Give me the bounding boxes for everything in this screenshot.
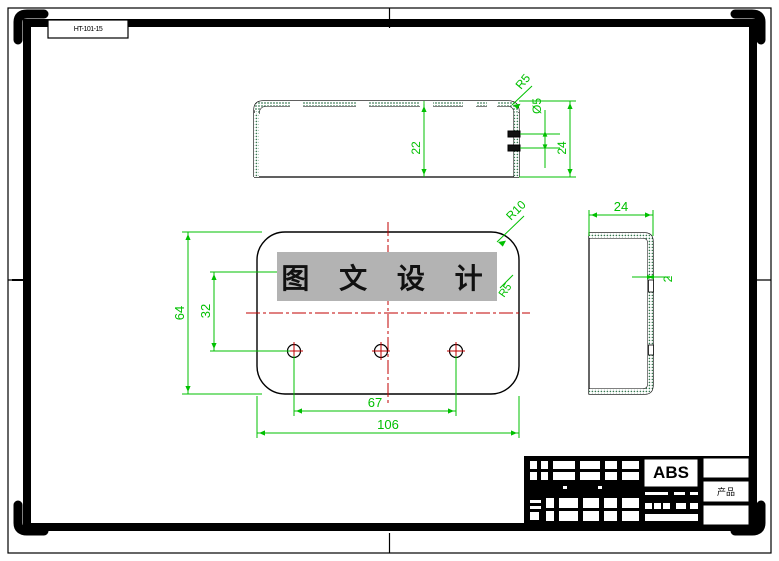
title-block-material: ABS <box>645 460 697 486</box>
dim-top-dia5: Ø5 <box>530 98 544 114</box>
dim-front-64: 64 <box>172 306 187 320</box>
view-front: 64 32 67 106 R10 R5 <box>172 197 530 438</box>
sheet-border-inner <box>12 9 766 536</box>
sheet-corner-label: HT-101-15 <box>49 21 127 37</box>
watermark-text: 图 文 设 计 <box>277 252 497 301</box>
dim-side-24: 24 <box>614 199 628 214</box>
front-view-holes <box>285 342 465 360</box>
dim-front-r10: R10 <box>503 197 529 223</box>
dim-front-67: 67 <box>368 395 382 410</box>
dim-top-22: 22 <box>409 141 423 155</box>
dim-front-106: 106 <box>377 417 399 432</box>
dim-front-32: 32 <box>198 304 213 318</box>
dim-side-2: 2 <box>661 275 675 282</box>
title-block-product-label: 产品 <box>704 482 748 501</box>
dim-top-r5: R5 <box>513 71 534 92</box>
dim-top-24: 24 <box>555 141 569 155</box>
dim-front-r5: R5 <box>497 281 515 299</box>
view-side: 24 2 <box>588 199 675 395</box>
view-top: 22 Ø5 R5 24 <box>253 71 576 178</box>
